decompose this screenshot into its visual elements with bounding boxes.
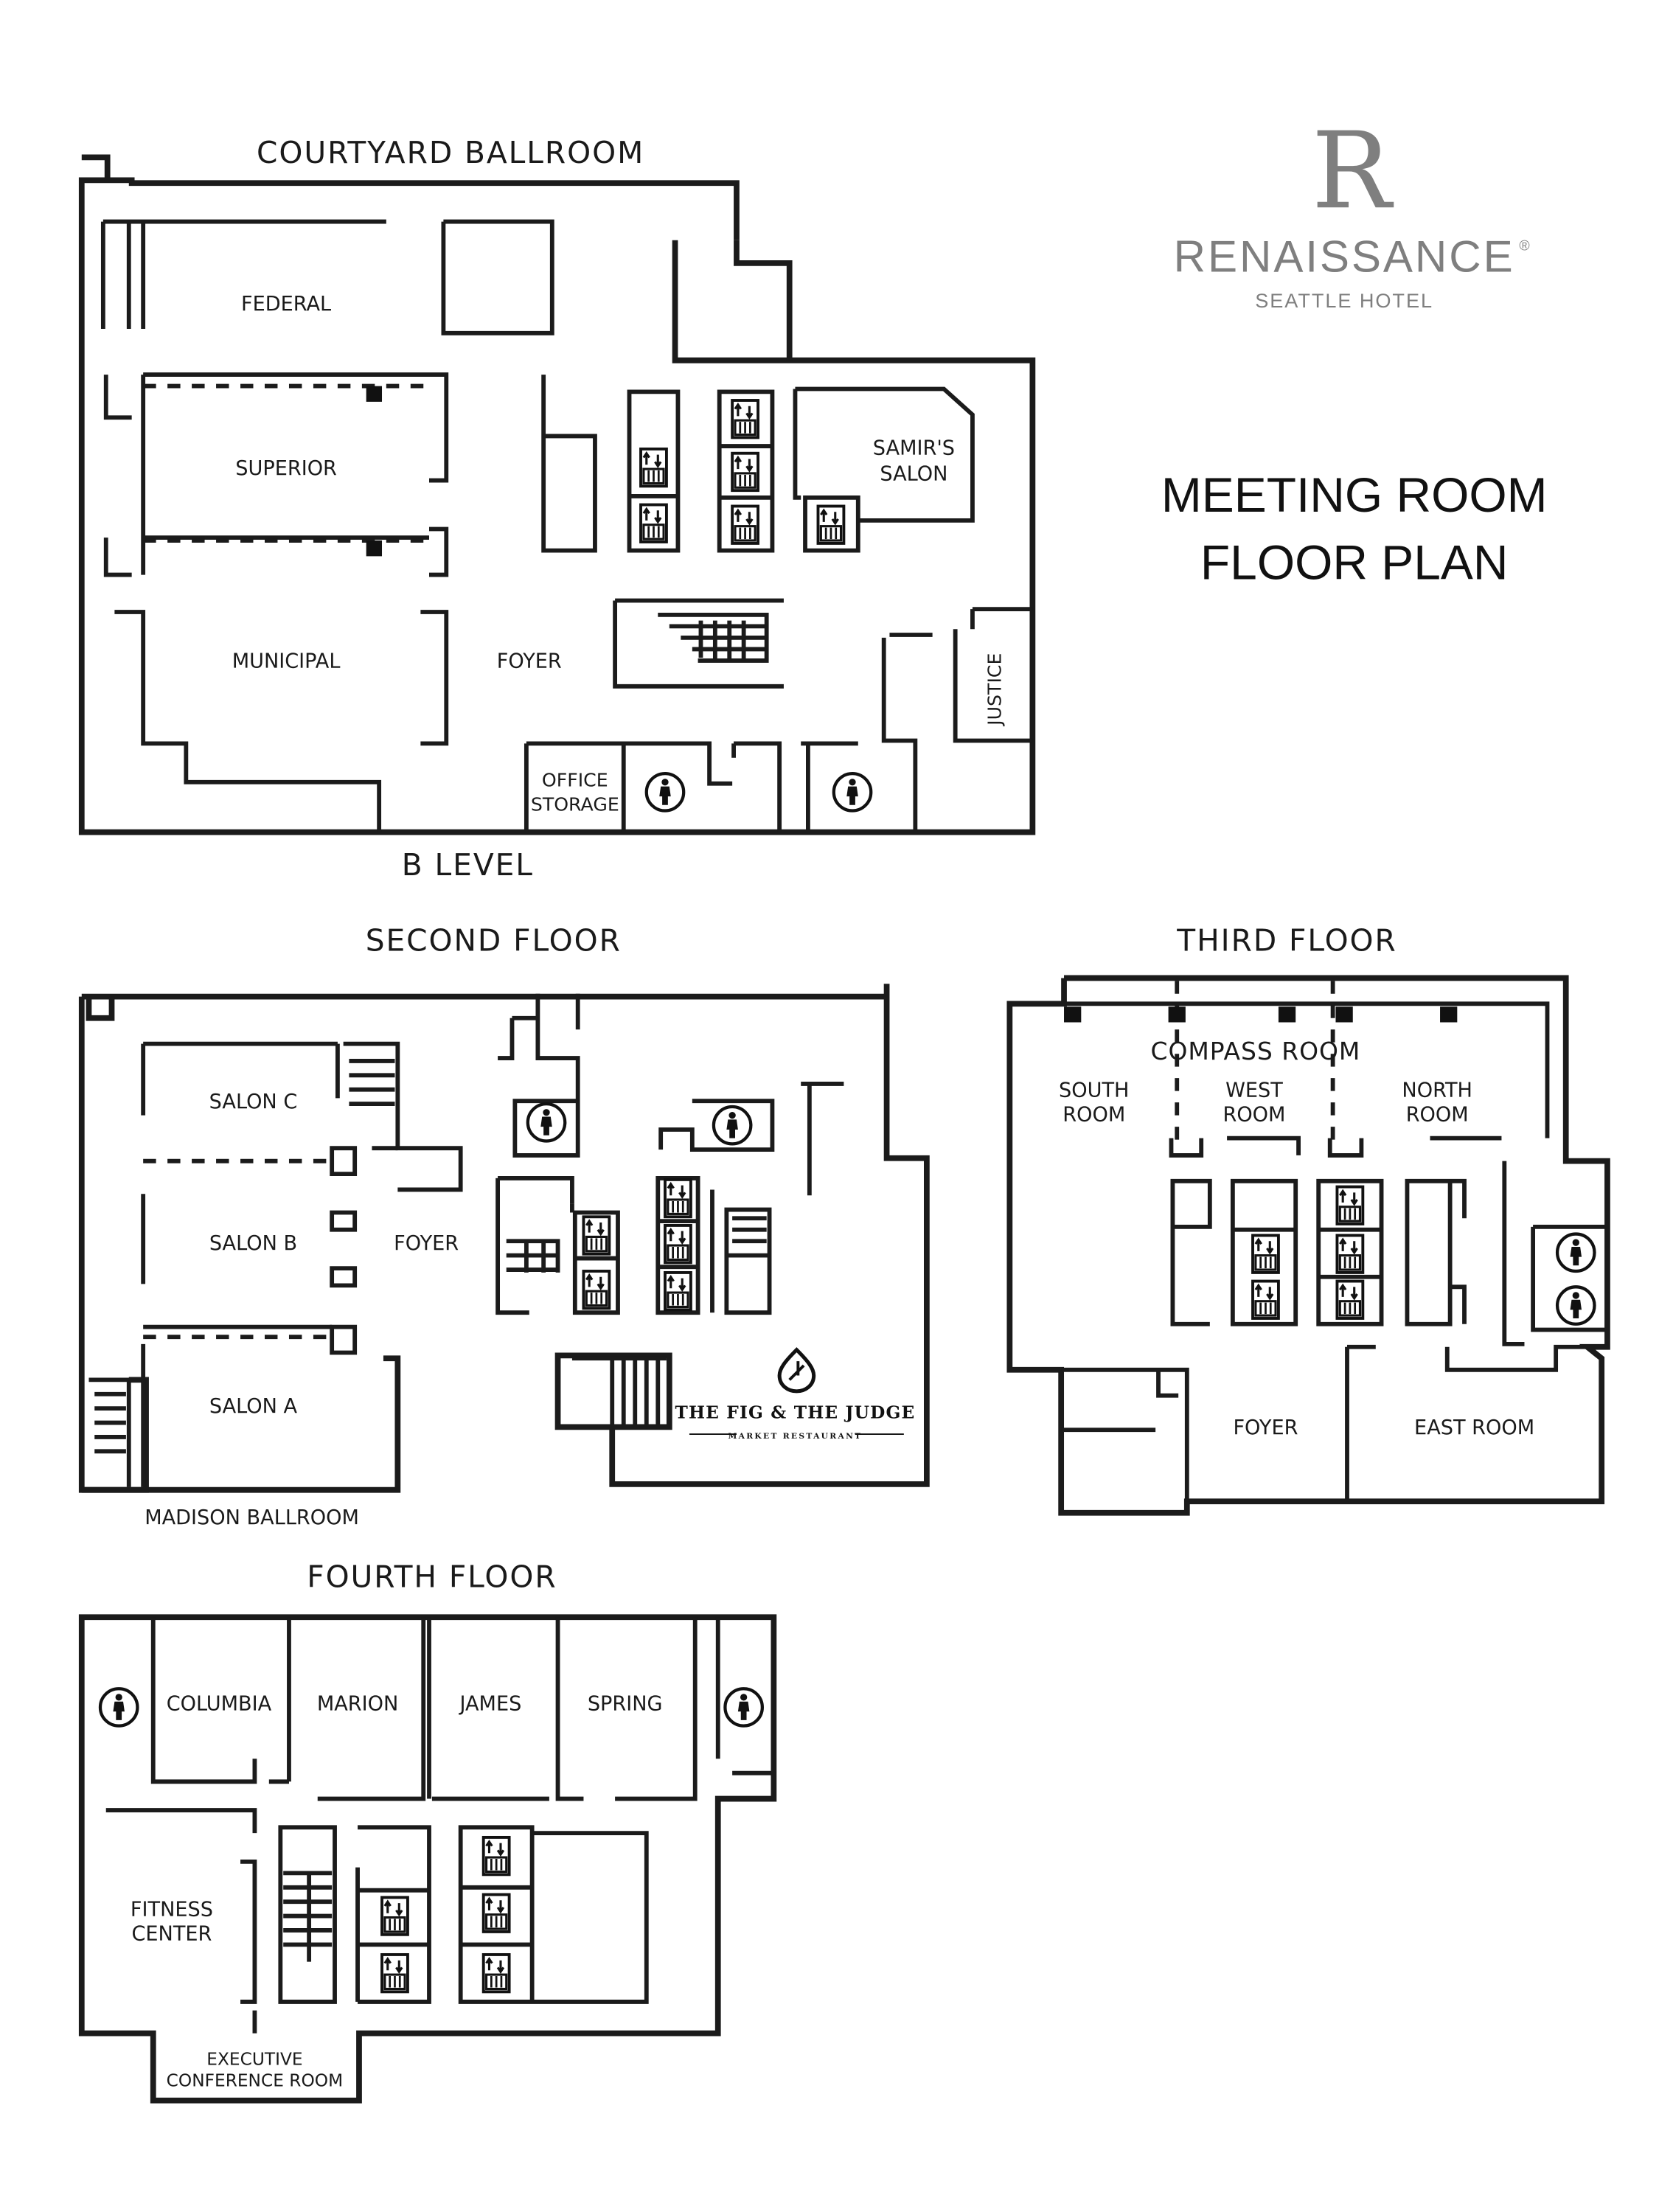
fourth-floor-plan: FOURTH FLOOR COLUMBIA MARION JAMES SPRIN… [78, 1559, 777, 2104]
room-federal: FEDERAL [241, 293, 331, 316]
room-office-line-2: STORAGE [531, 794, 619, 815]
third-floor-header: THIRD FLOOR [1176, 923, 1397, 959]
room-samirs-line-2: SALON [880, 463, 947, 486]
brand-subtitle: SEATTLE HOTEL [1255, 289, 1433, 312]
b-level-header: COURTYARD BALLROOM [257, 135, 644, 170]
room-salon-c: SALON C [209, 1091, 298, 1113]
room-municipal: MUNICIPAL [232, 650, 341, 673]
room-office-line-1: OFFICE [542, 770, 608, 791]
room-north-line-1: NORTH [1402, 1079, 1472, 1102]
restaurant-name: THE FIG & THE JUDGE [675, 1403, 915, 1423]
room-samirs-line-1: SAMIR'S [873, 437, 955, 460]
headline-line-1: MEETING ROOM [1161, 467, 1548, 522]
room-marion: MARION [317, 1692, 398, 1715]
room-south-line-1: SOUTH [1059, 1079, 1129, 1102]
b-level-plan: COURTYARD BALLROOM B LEVEL [78, 135, 1036, 883]
room-salon-a: SALON A [209, 1395, 298, 1418]
room-east: EAST ROOM [1414, 1416, 1534, 1439]
restaurant-logo: THE FIG & THE JUDGE MARKET RESTAURANT [675, 1347, 915, 1441]
b-level-footer: B LEVEL [402, 847, 534, 883]
room-south-line-2: ROOM [1062, 1103, 1125, 1126]
fourth-floor-header: FOURTH FLOOR [307, 1559, 557, 1595]
second-floor-plan: SECOND FLOOR MADISON BALLROOM [78, 923, 930, 1529]
room-executive-line-2: CONFERENCE ROOM [167, 2070, 344, 2090]
brand-registered-mark: ® [1519, 237, 1529, 254]
headline-line-2: FLOOR PLAN [1200, 535, 1509, 589]
brand-name: RENAISSANCE [1174, 232, 1515, 281]
room-third-foyer: FOYER [1233, 1416, 1298, 1439]
third-floor-plan: THIRD FLOOR COMPASS ROOM SOUTH ROOM WEST… [1006, 923, 1610, 1516]
renaissance-logo: R RENAISSANCE ® SEATTLE HOTEL [1174, 109, 1530, 312]
room-west-line-2: ROOM [1222, 1103, 1285, 1126]
room-salon-b: SALON B [209, 1232, 297, 1255]
room-spring: SPRING [588, 1692, 663, 1715]
restaurant-tagline: MARKET RESTAURANT [728, 1431, 863, 1441]
room-justice: JUSTICE [984, 653, 1006, 727]
second-floor-footer: MADISON BALLROOM [145, 1506, 359, 1529]
room-executive-line-1: EXECUTIVE [206, 2049, 302, 2069]
room-james: JAMES [458, 1692, 521, 1715]
room-columbia: COLUMBIA [167, 1692, 272, 1715]
brand-letter: R [1312, 109, 1394, 232]
room-fitness-line-2: CENTER [131, 1923, 212, 1946]
room-second-foyer: FOYER [394, 1232, 459, 1255]
room-superior: SUPERIOR [235, 457, 337, 480]
room-north-line-2: ROOM [1406, 1103, 1469, 1126]
room-west-line-1: WEST [1225, 1079, 1283, 1102]
room-fitness-line-1: FITNESS [131, 1899, 213, 1921]
room-compass: COMPASS ROOM [1150, 1037, 1360, 1065]
room-b-foyer: FOYER [497, 650, 562, 673]
second-floor-header: SECOND FLOOR [366, 923, 622, 959]
